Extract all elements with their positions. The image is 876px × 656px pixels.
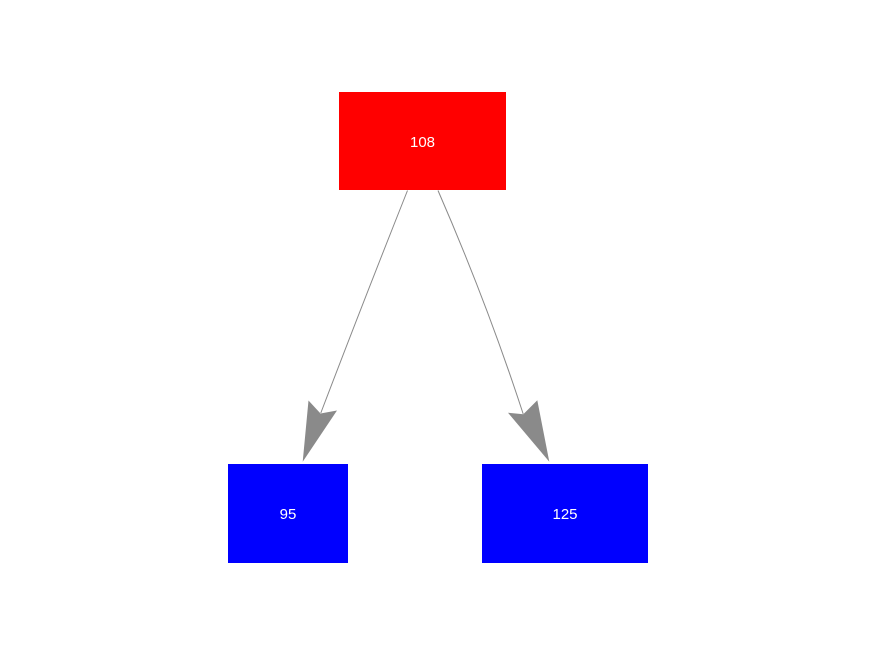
node-right-child: 125	[482, 464, 648, 563]
edge-root-to-right	[437, 190, 524, 415]
arrowhead-left-icon	[302, 400, 337, 462]
node-root: 108	[339, 92, 506, 190]
node-right-child-box	[482, 464, 648, 563]
edge-root-to-left	[320, 190, 408, 414]
node-root-label: 108	[410, 134, 435, 151]
node-left-child: 95	[228, 464, 348, 563]
arrowhead-right-icon	[508, 400, 550, 462]
node-left-child-box	[228, 464, 348, 563]
node-root-box	[339, 92, 506, 190]
node-left-child-label: 95	[280, 506, 297, 523]
node-right-child-label: 125	[552, 506, 577, 523]
